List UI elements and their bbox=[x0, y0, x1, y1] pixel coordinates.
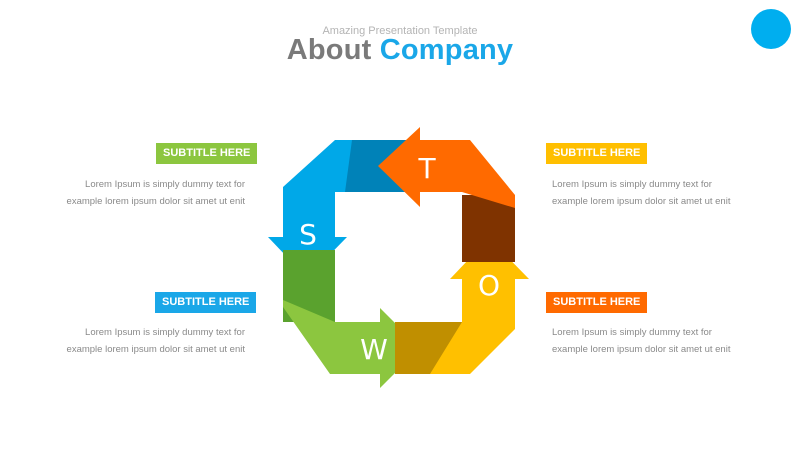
w-band bbox=[283, 300, 420, 388]
s-band bbox=[268, 140, 352, 278]
description-line: Lorem Ipsum is simply dummy text for bbox=[552, 327, 712, 338]
description-bottom-left: Lorem Ipsum is simply dummy text for exa… bbox=[55, 324, 245, 358]
letter-t: T bbox=[417, 152, 436, 185]
description-top-right: Lorem Ipsum is simply dummy text for exa… bbox=[552, 176, 742, 210]
t-band bbox=[378, 127, 515, 208]
description-line: example lorem ipsum dolor sit amet ut en… bbox=[66, 344, 245, 355]
description-line: example lorem ipsum dolor sit amet ut en… bbox=[66, 196, 245, 207]
page-title: About Company bbox=[0, 34, 800, 67]
subtitle-badge-top-right: SUBTITLE HERE bbox=[546, 143, 648, 164]
subtitle-badge-top-left: SUBTITLE HERE bbox=[156, 143, 258, 164]
subtitle-badge-bottom-right: SUBTITLE HERE bbox=[546, 292, 648, 313]
description-line: Lorem Ipsum is simply dummy text for bbox=[552, 179, 712, 190]
description-line: Lorem Ipsum is simply dummy text for bbox=[85, 179, 245, 190]
t-band-dark bbox=[462, 195, 515, 262]
description-line: Lorem Ipsum is simply dummy text for bbox=[85, 327, 245, 338]
description-top-left: Lorem Ipsum is simply dummy text for exa… bbox=[55, 176, 245, 210]
description-line: example lorem ipsum dolor sit amet ut en… bbox=[552, 344, 731, 355]
description-bottom-right: Lorem Ipsum is simply dummy text for exa… bbox=[552, 324, 742, 358]
letter-s: S bbox=[299, 218, 317, 251]
kicker-text: Amazing Presentation Template bbox=[322, 25, 478, 37]
title-part-company: Company bbox=[379, 34, 514, 66]
description-line: example lorem ipsum dolor sit amet ut en… bbox=[552, 196, 731, 207]
letter-o: O bbox=[478, 269, 500, 302]
title-part-about: About bbox=[286, 34, 372, 66]
letter-w: W bbox=[360, 333, 388, 366]
o-band bbox=[430, 238, 529, 374]
decorative-circle bbox=[751, 9, 791, 49]
subtitle-badge-bottom-left: SUBTITLE HERE bbox=[155, 292, 257, 313]
w-band-dark bbox=[283, 250, 335, 322]
